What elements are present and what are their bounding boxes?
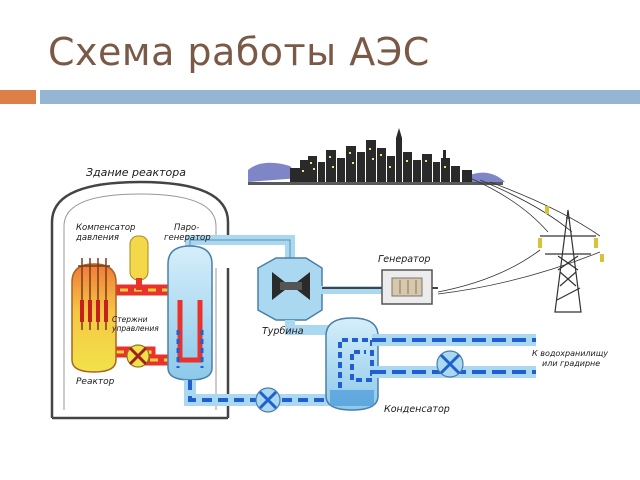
accent-bar-blue — [40, 90, 640, 104]
label-compensator-1: Компенсатор — [76, 223, 135, 233]
feed-pump-icon — [255, 387, 281, 413]
reactor-building — [50, 180, 230, 420]
primary-pump-icon — [126, 344, 150, 368]
cooling-pump-icon — [436, 350, 464, 378]
turbine — [257, 257, 323, 321]
label-condenser: Конденсатор — [384, 404, 450, 415]
label-rods-1: Стержни — [112, 315, 148, 324]
label-reactor-building: Здание реактора — [86, 166, 186, 179]
condenser — [325, 317, 379, 411]
label-generator: Генератор — [378, 254, 430, 265]
label-steam-gen-2: генератор — [164, 233, 211, 243]
label-compensator-2: давления — [75, 233, 119, 243]
label-reservoir-1: К водохранилищу — [532, 349, 608, 358]
power-lines — [437, 177, 601, 295]
label-steam-gen-1: Паро- — [174, 223, 199, 233]
city-skyline — [248, 128, 505, 185]
generator — [322, 269, 438, 305]
label-reactor: Реактор — [76, 377, 115, 387]
transmission-tower — [538, 206, 604, 313]
reactor-vessel — [71, 258, 117, 373]
steam-generator — [167, 245, 213, 381]
label-turbine: Турбина — [262, 326, 304, 337]
slide-title: Схема работы АЭС — [48, 30, 430, 74]
label-reservoir-2: или градирне — [542, 359, 600, 368]
pressure-compensator — [129, 235, 149, 290]
label-rods-2: управления — [111, 324, 159, 333]
accent-bar-orange — [0, 90, 36, 104]
